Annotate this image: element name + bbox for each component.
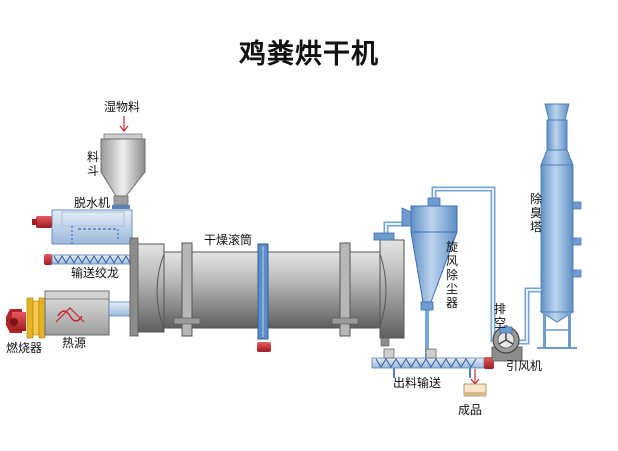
label-dryer-drum: 干燥滚筒	[204, 233, 253, 247]
dryer-drum	[129, 232, 405, 352]
label-exhaust: 排空	[493, 302, 506, 330]
dewatering-machine	[32, 209, 133, 245]
discharge-conveyor	[371, 348, 494, 378]
label-cyclone: 旋风除尘器	[445, 240, 458, 310]
label-hopper: 料斗	[86, 150, 99, 178]
diagram-title: 鸡粪烘干机	[239, 39, 379, 70]
label-dewatering-machine: 脱水机	[74, 196, 111, 210]
label-induced-fan: 引风机	[506, 359, 543, 373]
label-wet-material: 湿物料	[104, 100, 141, 114]
label-discharge-conveyor: 出料输送	[393, 376, 442, 390]
label-burner: 燃烧器	[6, 341, 43, 355]
label-heat-source: 热源	[62, 336, 87, 350]
label-product: 成品	[458, 403, 483, 417]
burner-and-heat-source	[6, 290, 136, 339]
product-bin	[463, 369, 487, 397]
deodorizing-tower	[537, 103, 582, 349]
induced-draft-fan	[491, 326, 523, 362]
hopper	[100, 116, 146, 209]
screw-conveyor	[44, 254, 135, 265]
label-deodorizing-tower: 除臭塔	[529, 192, 542, 234]
cyclone-dust-collector	[401, 197, 458, 311]
label-screw-conveyor: 输送绞龙	[71, 266, 120, 280]
